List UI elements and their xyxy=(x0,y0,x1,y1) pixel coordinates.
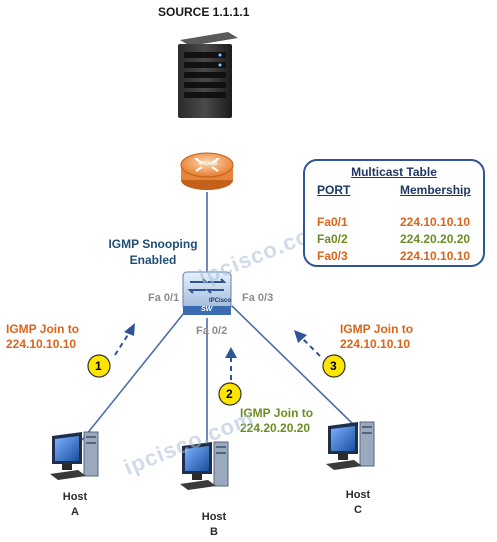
snooping-line1: IGMP Snooping xyxy=(108,237,198,251)
switch-label: SW xyxy=(201,306,213,313)
join-arrow-2 xyxy=(225,347,237,380)
host-a-label: Host A xyxy=(55,490,95,520)
row-3-port: Fa0/3 xyxy=(317,249,348,263)
badge-2-circle xyxy=(218,382,242,406)
host-b-label: Host B xyxy=(194,510,234,540)
switch-tag: IPCisco xyxy=(209,298,232,304)
badge-1-number: 1 xyxy=(95,359,102,373)
host-a-line1: Host xyxy=(62,491,88,503)
join-2-line1: IGMP Join to xyxy=(240,406,314,420)
router-tag: IPCisco xyxy=(199,161,218,167)
row-1-port: Fa0/1 xyxy=(317,215,348,229)
row-3-membership: 224.10.10.10 xyxy=(400,249,471,263)
join-1-line2: 224.10.10.10 xyxy=(6,337,77,351)
badge-3-number: 3 xyxy=(330,359,337,373)
host-a-computer-icon xyxy=(50,431,99,480)
join-arrow-3 xyxy=(294,330,321,357)
join-label-2: IGMP Join to 224.20.20.20 xyxy=(240,406,313,436)
join-1-line1: IGMP Join to xyxy=(6,322,80,336)
host-a-line2: A xyxy=(71,506,79,518)
host-b-computer-icon xyxy=(180,441,229,490)
join-2-line2: 224.20.20.20 xyxy=(240,421,311,435)
igmp-snooping-label: IGMP Snooping Enabled xyxy=(104,236,202,268)
multicast-table-title: Multicast Table xyxy=(351,165,437,179)
router-icon xyxy=(180,152,234,190)
header-membership: Membership xyxy=(400,183,471,197)
join-3-line1: IGMP Join to xyxy=(340,322,414,336)
port-fa03: Fa 0/3 xyxy=(242,292,274,304)
server-icon xyxy=(178,32,238,118)
join-label-3: IGMP Join to 224.10.10.10 xyxy=(340,322,413,352)
host-c-label: Host C xyxy=(338,488,378,518)
host-b-line2: B xyxy=(210,526,218,538)
join-3-line2: 224.10.10.10 xyxy=(340,337,411,351)
row-2-port: Fa0/2 xyxy=(317,232,348,246)
host-c-line2: C xyxy=(354,504,362,516)
badge-3-circle xyxy=(322,354,346,378)
join-arrow-1 xyxy=(114,323,135,356)
badge-1-circle xyxy=(87,354,111,378)
link-switch-host-c xyxy=(231,305,356,427)
host-b-line1: Host xyxy=(201,511,227,523)
link-switch-host-a xyxy=(81,307,189,441)
snooping-line2: Enabled xyxy=(129,253,177,267)
row-2-membership: 224.20.20.20 xyxy=(400,232,471,246)
port-fa01: Fa 0/1 xyxy=(148,292,180,304)
multicast-table: Multicast Table PORT Membership Fa0/1 22… xyxy=(303,159,485,267)
join-label-1: IGMP Join to 224.10.10.10 xyxy=(6,322,79,352)
switch-icon xyxy=(182,271,232,315)
badge-2-number: 2 xyxy=(226,387,233,401)
row-1-membership: 224.10.10.10 xyxy=(400,215,471,229)
host-c-computer-icon xyxy=(326,421,375,470)
port-fa02: Fa 0/2 xyxy=(196,325,228,337)
host-c-line1: Host xyxy=(345,489,371,501)
source-label: SOURCE 1.1.1.1 xyxy=(158,5,250,19)
header-port: PORT xyxy=(317,183,351,197)
